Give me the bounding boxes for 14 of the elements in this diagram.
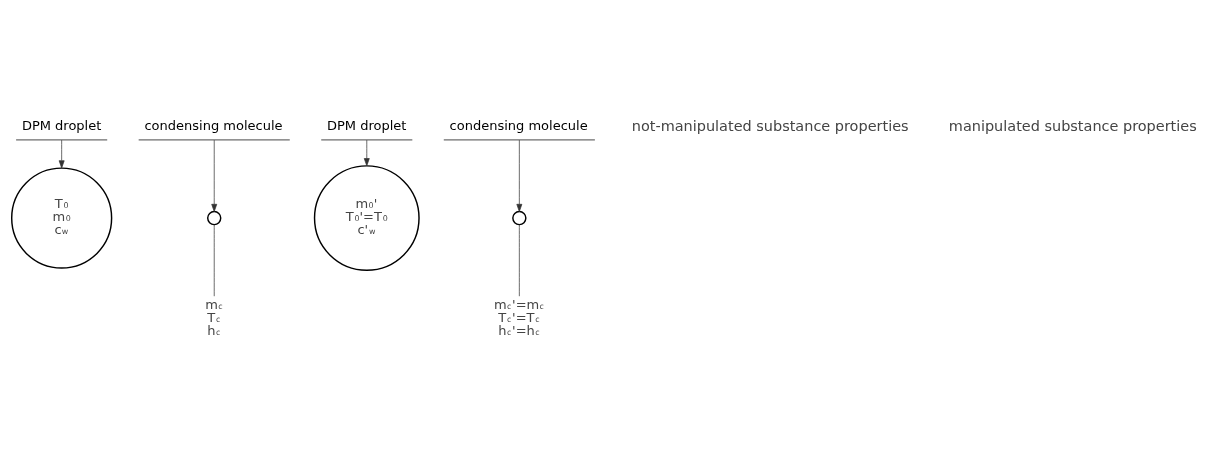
arrow: [516, 139, 523, 212]
label: manipulated substance properties: [948, 117, 1197, 134]
connector: [213, 223, 215, 297]
node-circle: [207, 210, 222, 225]
node-text: condensing molecule: [144, 117, 283, 133]
node-text: condensing molecule: [449, 117, 588, 133]
arrow: [211, 139, 218, 212]
node-text: DPM droplet: [21, 117, 102, 133]
label: not-manipulated substance properties: [631, 117, 909, 134]
arrow: [363, 139, 370, 166]
connector: [519, 223, 520, 297]
node-text: DPM droplet: [327, 117, 407, 133]
node-circle: [512, 210, 527, 225]
arrow: [58, 139, 65, 168]
